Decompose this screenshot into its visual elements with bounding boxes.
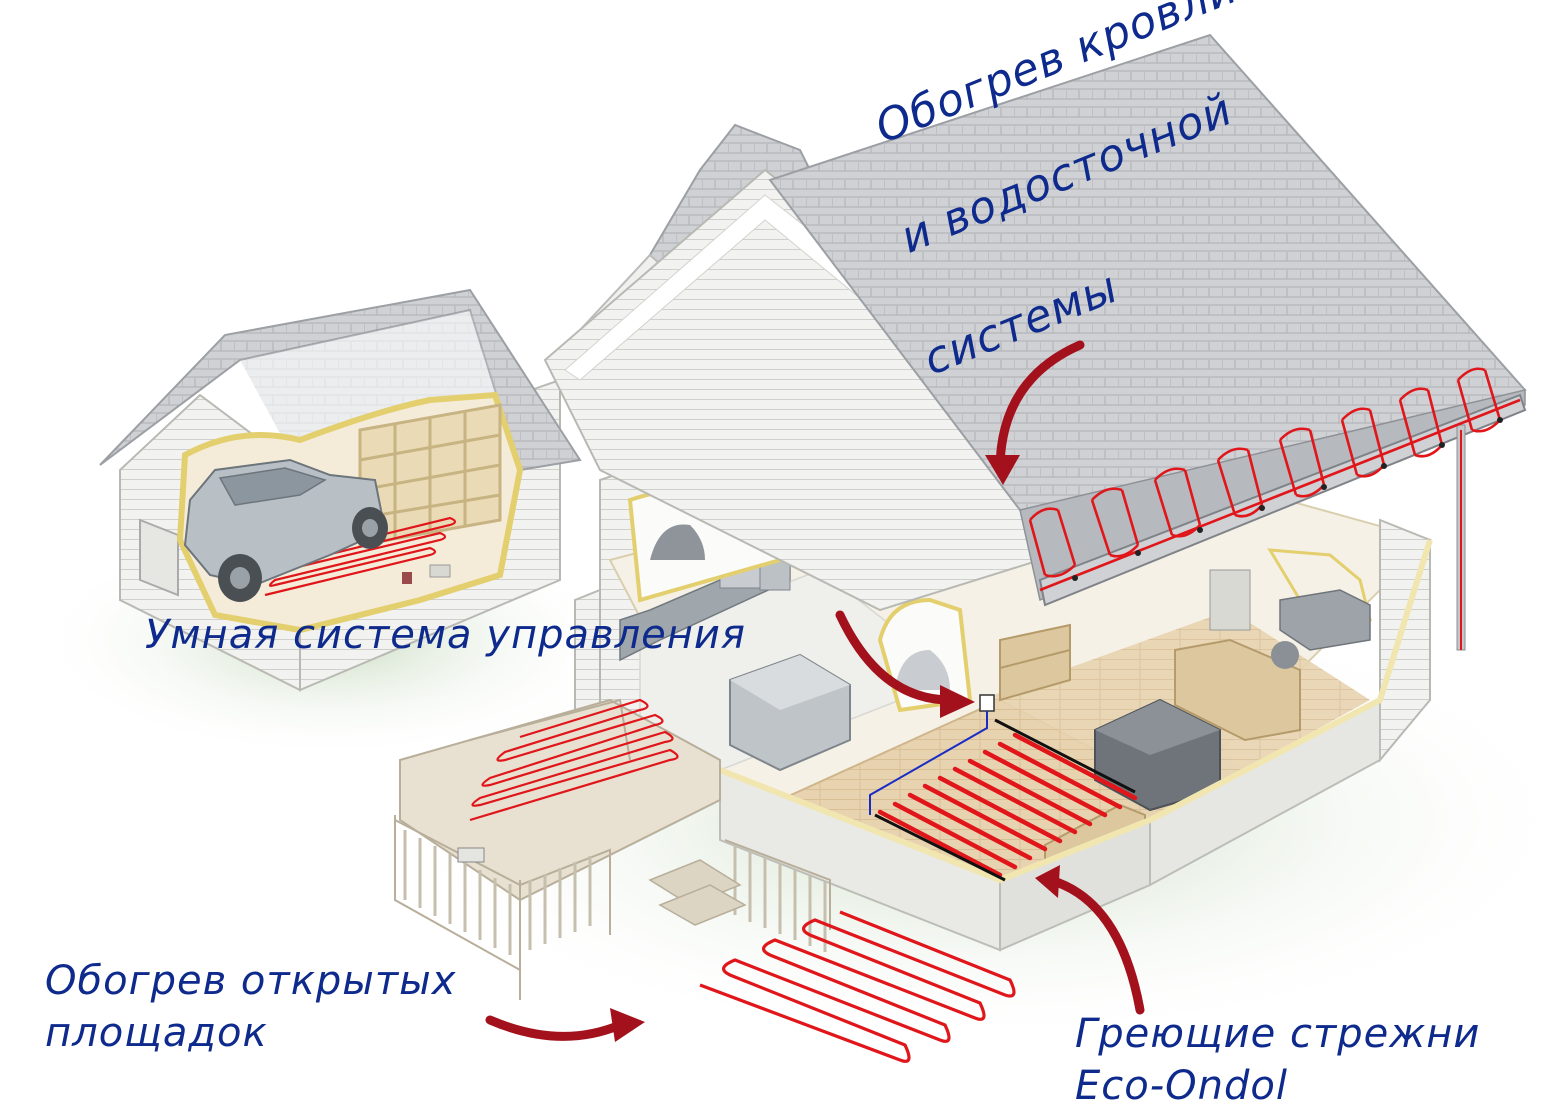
car-icon xyxy=(183,458,388,602)
control-system-label: Умная система управления xyxy=(145,612,746,658)
garage xyxy=(99,288,582,692)
garage-heating-cable xyxy=(264,516,457,597)
rods-label-line-1: Греющие стрежни xyxy=(1075,1011,1481,1057)
outdoor-label-line-2: площадок xyxy=(45,1010,268,1056)
floor-heating-rods xyxy=(869,711,1138,882)
roof-heating-cable xyxy=(1028,367,1521,592)
control-label-text: Умная система управления xyxy=(145,612,746,658)
deck-heating-cable xyxy=(469,698,679,822)
outdoor-label-line-1: Обогрев открытых xyxy=(45,958,457,1004)
rods-label-line-2: Eco-Ondol xyxy=(1075,1063,1288,1109)
arrow-icon xyxy=(485,340,1145,1042)
thermostat-icon xyxy=(979,694,995,712)
outdoor-heating-label: Обогрев открытых площадок xyxy=(45,955,456,1059)
deck xyxy=(394,698,831,1000)
outdoor-heating-cable xyxy=(699,910,1016,1063)
main-house xyxy=(543,33,1527,952)
heating-rods-label: Греющие стрежни Eco-Ondol xyxy=(1075,1008,1480,1112)
